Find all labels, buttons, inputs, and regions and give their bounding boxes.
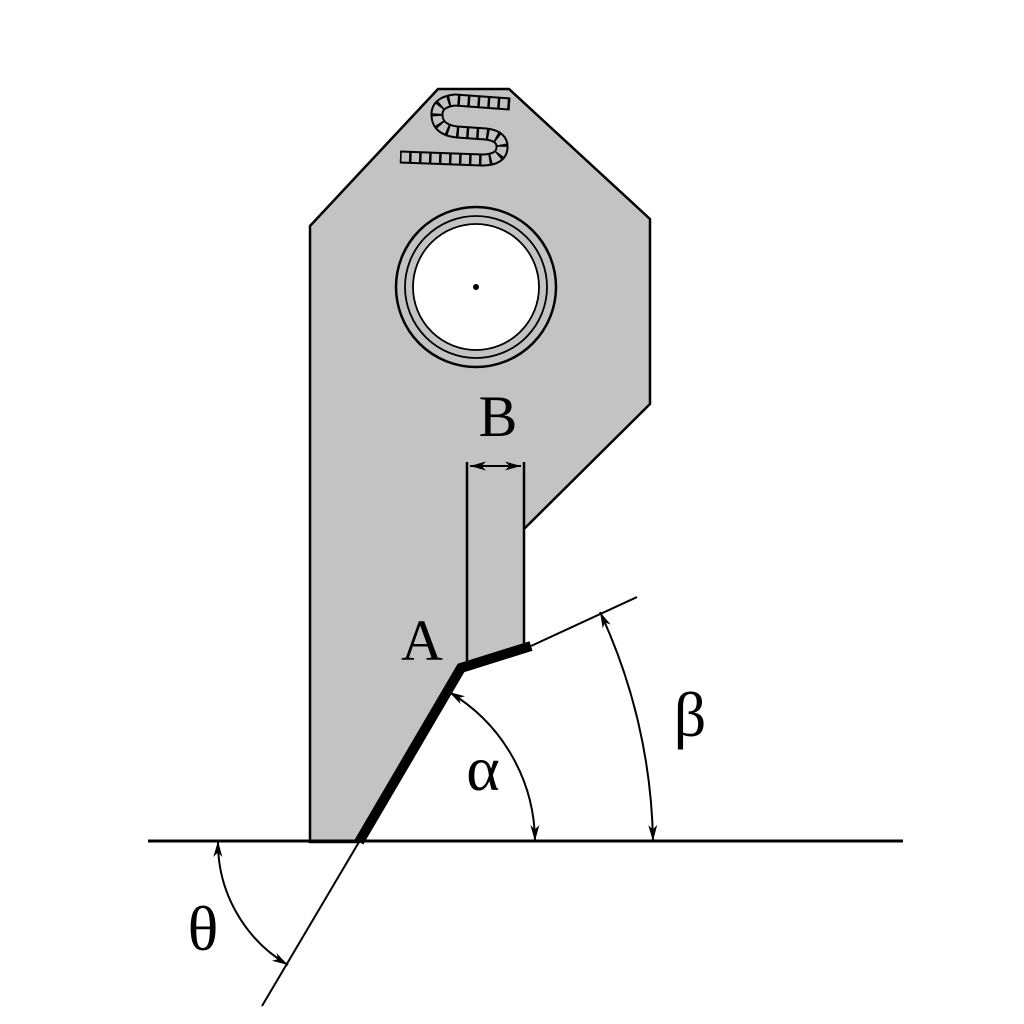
hole-mid-ring — [404, 215, 548, 359]
beta-angle-arc — [599, 611, 658, 842]
label-point-a: A — [401, 608, 443, 673]
s-marking — [399, 93, 511, 167]
share-extension-line — [530, 596, 638, 647]
alpha-angle-arc — [448, 691, 540, 842]
mounting-hole — [394, 205, 558, 369]
hole-center-dot — [473, 284, 479, 290]
shank — [465, 462, 526, 665]
label-angle-alpha: α — [466, 733, 500, 804]
label-angle-beta: β — [674, 679, 707, 750]
theta-angle-arc — [213, 840, 289, 966]
label-angle-theta: θ — [188, 893, 219, 964]
s-marking-hatch — [399, 94, 511, 166]
cutting-edge — [354, 641, 533, 845]
label-width-b: B — [479, 384, 518, 449]
subsurface-extension-line — [261, 841, 360, 1007]
